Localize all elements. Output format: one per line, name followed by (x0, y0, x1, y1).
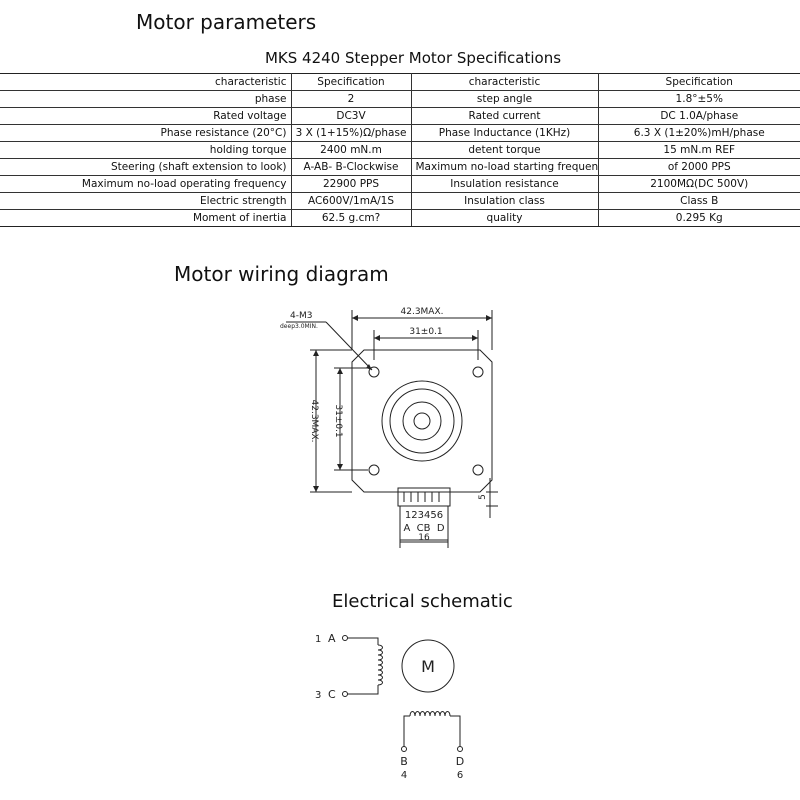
characteristic-cell: Rated current (410, 107, 599, 125)
specification-cell: 15 mN.m REF (597, 141, 800, 159)
specification-cell: 0.295 Kg (597, 209, 800, 227)
motor-boss-inner (402, 401, 442, 441)
motor-shaft (413, 412, 431, 430)
characteristic-cell: Rated voltage (0, 107, 292, 125)
characteristic-cell: Maximum no-load starting frequency (410, 158, 599, 176)
motor-symbol (401, 639, 455, 693)
specification-cell: Specification (290, 73, 412, 91)
pin-4-label: 4 (401, 770, 407, 781)
connector-width-label: 16 (418, 533, 430, 543)
pin-numbers-label: 123456 (405, 510, 443, 521)
specification-cell: 2100MΩ(DC 500V) (597, 175, 800, 193)
characteristic-cell: Steering (shaft extension to look) (0, 158, 292, 176)
mount-hole-tr (472, 366, 484, 378)
motor-boss-middle (389, 388, 455, 454)
specification-cell: Specification (597, 73, 800, 91)
coil-bd (409, 711, 451, 717)
table-row: Phase resistance (20°C)3 X (1+15%)Ω/phas… (0, 124, 800, 142)
characteristic-cell: quality (410, 209, 599, 227)
spec-table-title: MKS 4240 Stepper Motor Specifications (264, 49, 562, 67)
pin-1-label: 1 (315, 634, 321, 645)
characteristic-cell: Insulation resistance (410, 175, 599, 193)
outer-width-label: 42.3MAX. (401, 307, 444, 317)
mount-hole-bl (368, 464, 380, 476)
specification-cell: Class B (597, 192, 800, 210)
motor-label: M (421, 657, 435, 676)
coil-ac (377, 644, 383, 686)
mount-hole-br (472, 464, 484, 476)
characteristic-cell: step angle (410, 90, 599, 108)
characteristic-cell: holding torque (0, 141, 292, 159)
connector-body (397, 487, 451, 507)
outer-height-label: 42.3MAX. (309, 400, 319, 443)
electrical-schematic-heading: Electrical schematic (332, 591, 513, 612)
characteristic-cell: detent torque (410, 141, 599, 159)
specification-cell: 1.8°±5% (597, 90, 800, 108)
pin-3-label: 3 (315, 690, 321, 701)
connector-height-label: 5 (478, 494, 488, 500)
characteristic-cell: Maximum no-load operating frequency (0, 175, 292, 193)
specification-cell: 3 X (1+15%)Ω/phase (290, 124, 412, 142)
table-row: Steering (shaft extension to look)A-AB- … (0, 158, 800, 176)
motor-parameters-heading: Motor parameters (136, 10, 317, 34)
pin-d-label: D (456, 755, 464, 768)
specification-cell: 2 (290, 90, 412, 108)
inner-width-label: 31±0.1 (409, 327, 442, 337)
pin-b-label: B (400, 755, 408, 768)
mount-hole-tl (368, 366, 380, 378)
characteristic-cell: Insulation class (410, 192, 599, 210)
hole-depth-label: deep3.0MIN. (280, 323, 318, 330)
specification-cell: of 2000 PPS (597, 158, 800, 176)
specification-cell: DC3V (290, 107, 412, 125)
inner-height-label: 31±0.1 (333, 404, 343, 437)
specification-cell: 2400 mN.m (290, 141, 412, 159)
pin-c-label: C (328, 688, 336, 701)
specification-cell: 6.3 X (1±20%)mH/phase (597, 124, 800, 142)
characteristic-cell: characteristic (410, 73, 599, 91)
specification-cell: AC600V/1mA/1S (290, 192, 412, 210)
motor-boss-outer (381, 380, 463, 462)
wiring-diagram-heading: Motor wiring diagram (174, 262, 389, 286)
hole-spec-label: 4-M3 (290, 311, 312, 321)
specification-cell: 22900 PPS (290, 175, 412, 193)
electrical-schematic: 1 A 3 C M B 4 D 6 (315, 632, 464, 781)
characteristic-cell: Electric strength (0, 192, 292, 210)
specification-cell: A-AB- B-Clockwise (290, 158, 412, 176)
specification-cell: 62.5 g.cm? (290, 209, 412, 227)
characteristic-cell: Moment of inertia (0, 209, 292, 227)
motor-body-outline (351, 349, 493, 493)
pin-6-label: 6 (457, 770, 463, 781)
characteristic-cell: characteristic (0, 73, 292, 91)
characteristic-cell: Phase Inductance (1KHz) (410, 124, 599, 142)
pin-a-label: A (328, 632, 336, 645)
motor-wiring-diagram: 4-M3 deep3.0MIN. 42.3MAX. 31±0.1 42.3MAX… (280, 307, 498, 548)
characteristic-cell: phase (0, 90, 292, 108)
pin-letters-label: A CB D (403, 523, 444, 534)
specification-cell: DC 1.0A/phase (597, 107, 800, 125)
characteristic-cell: Phase resistance (20°C) (0, 124, 292, 142)
